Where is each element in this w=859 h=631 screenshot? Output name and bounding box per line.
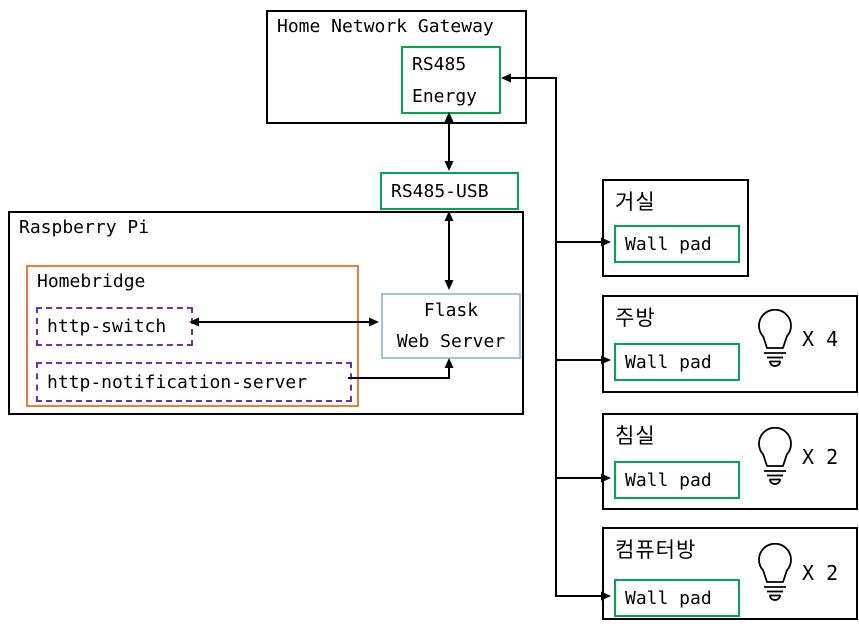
rs485-usb-label: RS485-USB [391,180,489,202]
rs485-energy-line2: Energy [412,86,478,107]
http-notification-server-box: http-notification-server [36,362,352,402]
wall-pad-box-computer: Wall pad [614,579,740,617]
wall-pad-label: Wall pad [625,351,712,373]
rs485-usb-box: RS485-USB [380,172,519,210]
room-kitchen-box: 주방 Wall pad X 4 [602,295,858,393]
flask-line2: Web Server [396,331,506,352]
room-kitchen-name: 주방 [615,306,656,330]
room-bedroom-box: 침실 Wall pad X 2 [602,413,858,510]
homebridge-box: Homebridge http-switch http-notification… [26,265,359,407]
room-computer-box: 컴퓨터방 Wall pad X 2 [602,527,858,620]
light-bulb-icon [758,309,792,367]
light-count-label: X 2 [802,445,839,469]
light-count-label: X 4 [802,327,839,351]
light-count-label: X 2 [802,561,839,585]
room-computer-name: 컴퓨터방 [615,538,697,562]
rs485-energy-line1: RS485 [412,54,467,75]
room-living-box: 거실 Wall pad [602,179,749,277]
flask-line1: Flask [423,300,479,321]
light-bulb-icon [758,427,792,485]
home-network-gateway-title: Home Network Gateway [277,16,494,37]
room-bedroom-name: 침실 [615,424,656,448]
light-bulb-icon [758,543,792,601]
homebridge-title: Homebridge [37,271,146,292]
wall-pad-label: Wall pad [625,233,712,255]
flask-web-server-box: Flask Web Server [381,293,521,359]
http-switch-label: http-switch [47,316,167,337]
http-switch-box: http-switch [36,307,193,346]
wall-pad-box-kitchen: Wall pad [614,343,740,381]
wall-pad-box-bedroom: Wall pad [614,461,740,499]
home-network-gateway-box: Home Network Gateway RS485 Energy [266,10,527,124]
room-living-name: 거실 [615,190,656,214]
http-notification-server-label: http-notification-server [47,371,308,393]
rs485-energy-box: RS485 Energy [401,46,501,114]
raspberry-pi-box: Raspberry Pi Homebridge http-switch http… [8,211,524,415]
wall-pad-label: Wall pad [625,587,712,609]
wall-pad-box-living: Wall pad [614,225,740,263]
wall-pad-label: Wall pad [625,469,712,491]
raspberry-pi-title: Raspberry Pi [19,217,150,238]
